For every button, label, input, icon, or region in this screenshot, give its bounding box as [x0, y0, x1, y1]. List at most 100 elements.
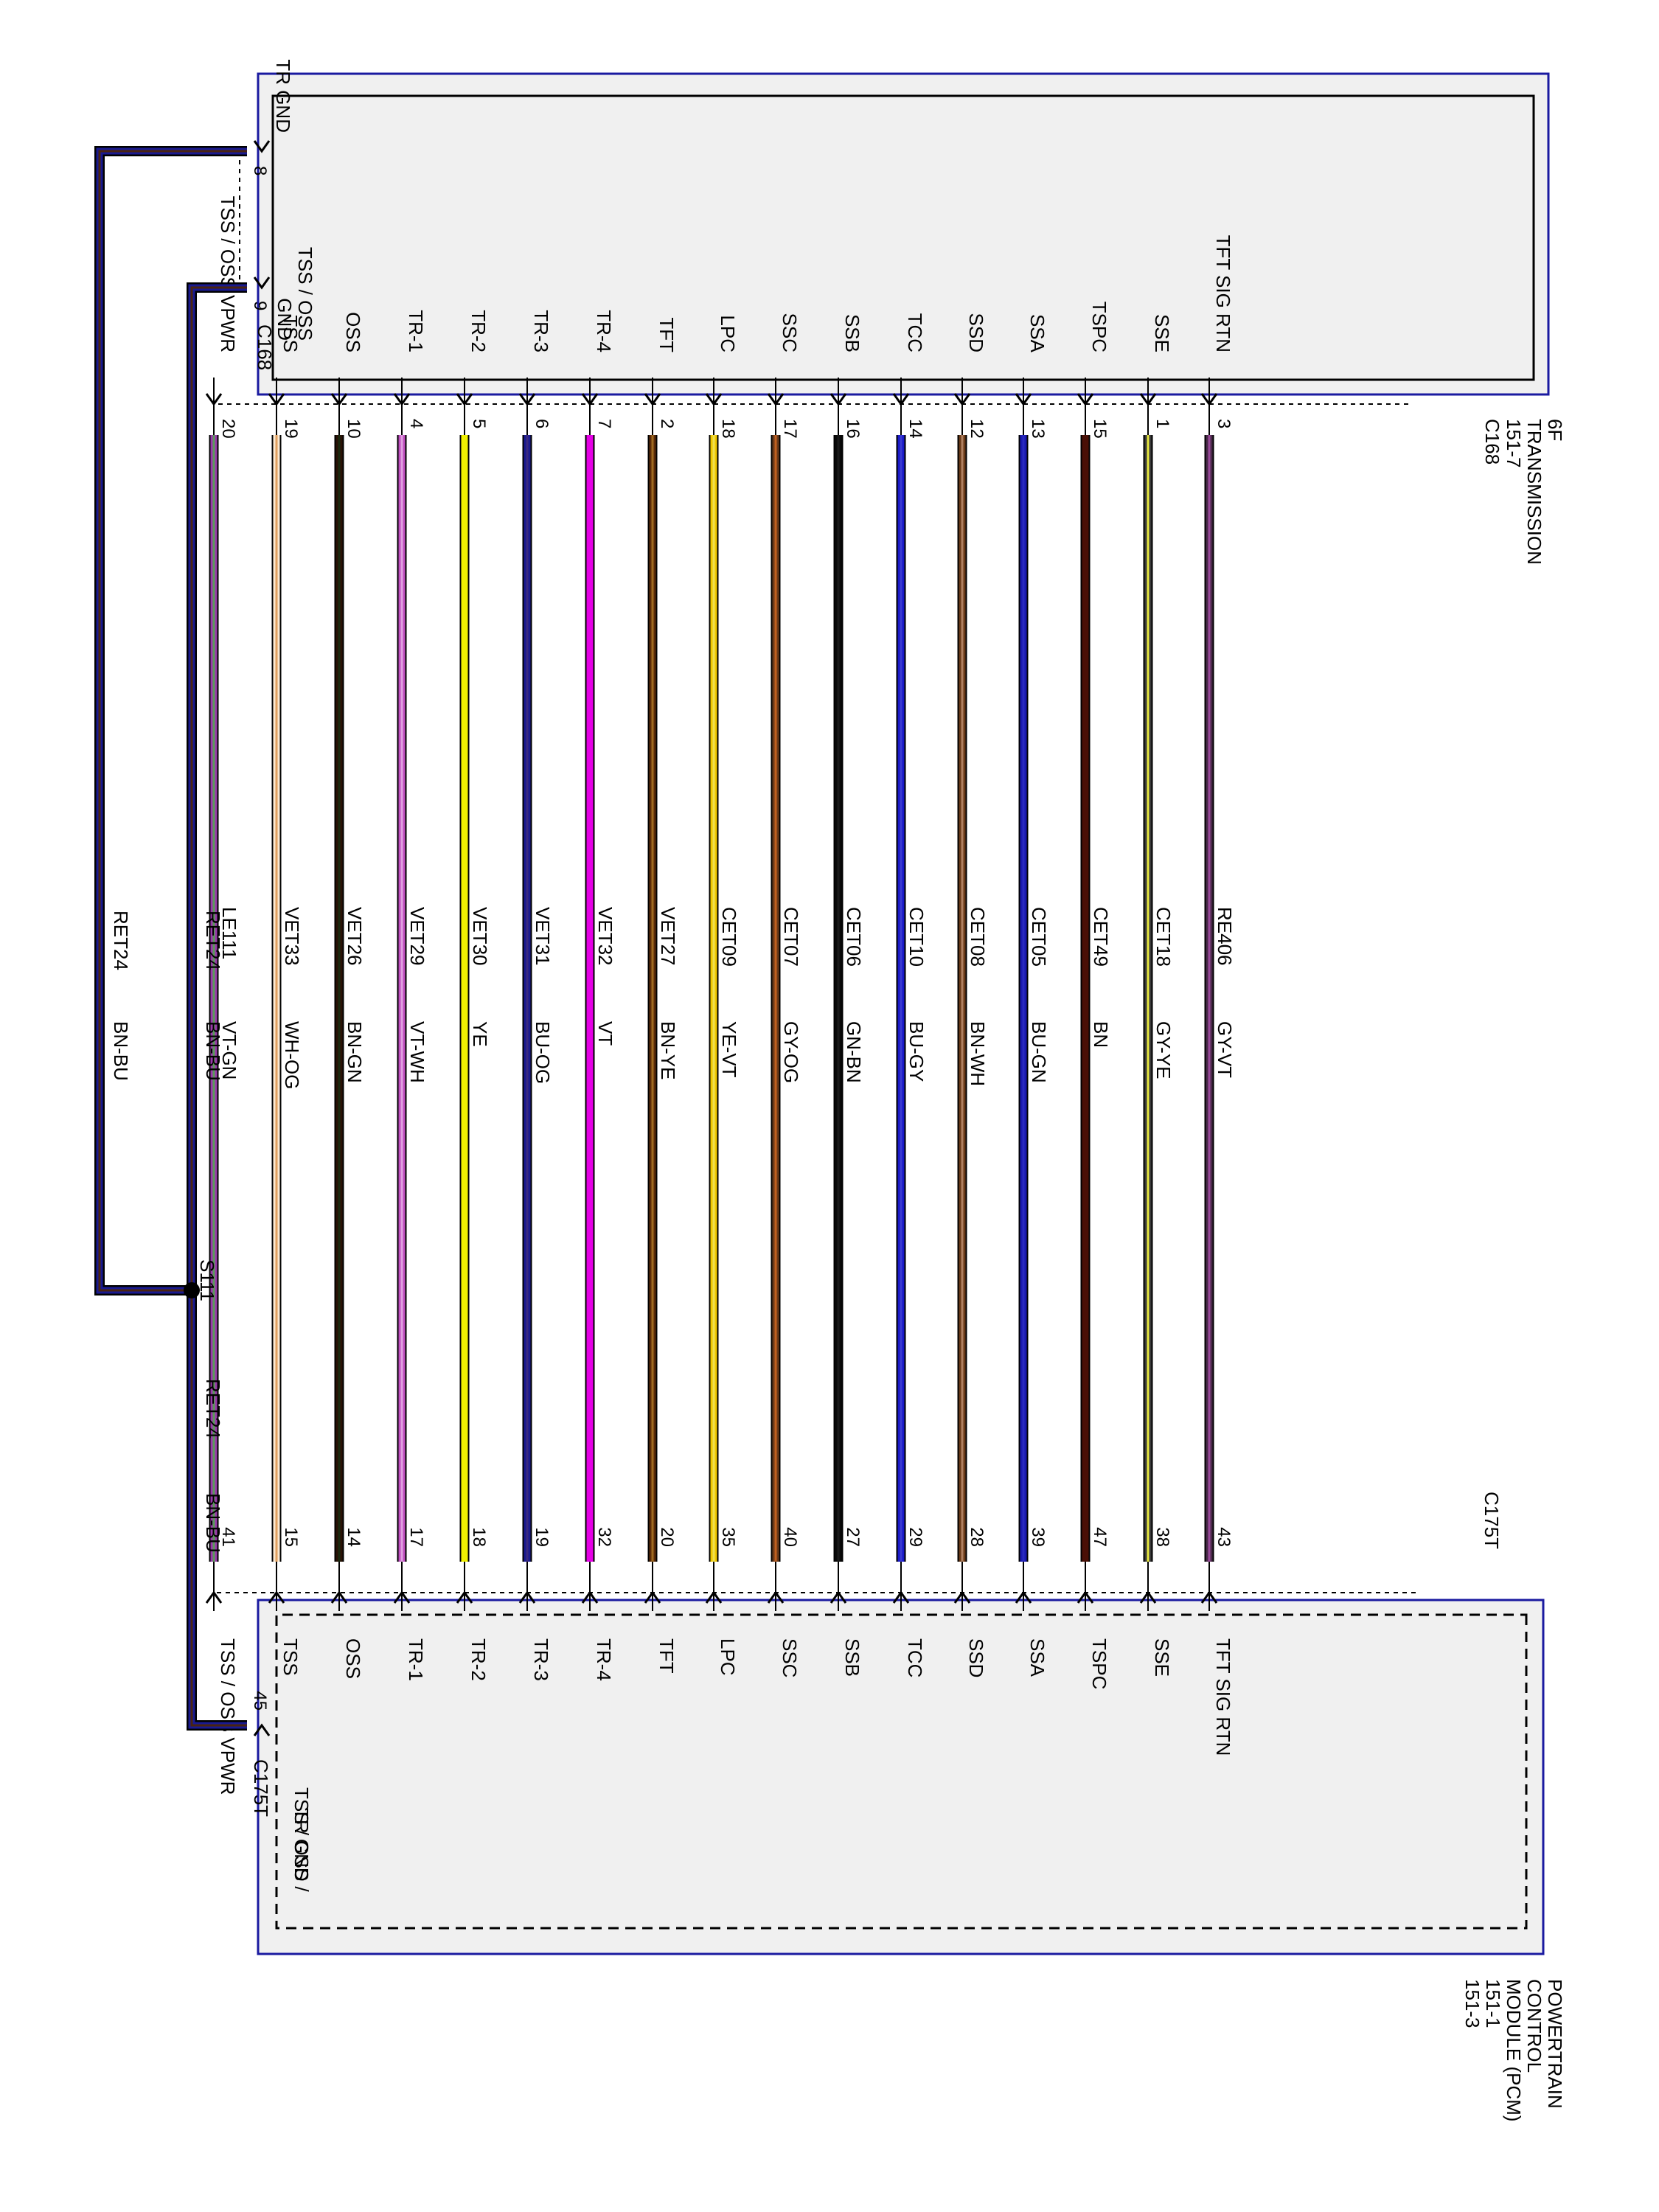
pcm-inner-frame [275, 1613, 1528, 1930]
pcm-pin-number: 38 [1152, 1527, 1172, 1547]
pcm-signal-label: SSA [1026, 1638, 1048, 1677]
transmission-signal-label: SSE [1151, 314, 1173, 352]
transmission-pin-number: 4 [406, 419, 426, 428]
transmission-pin-number: 15 [1090, 419, 1110, 439]
circuit-label: VET32 [594, 907, 616, 966]
pcm-signal-label: TR-1 [405, 1638, 427, 1681]
pcm-pin-arrow [1015, 1590, 1032, 1604]
wire-color-label: GY-VT [1214, 1021, 1236, 1078]
splice-label: S111 [196, 1259, 218, 1301]
pcm-pin-number: 41 [218, 1527, 238, 1547]
pcm-signal-label: SSE [1151, 1638, 1173, 1677]
wire-color-label: BU-GY [905, 1021, 928, 1082]
pcm-pin-number: 17 [406, 1527, 426, 1547]
circuit-label: VET33 [281, 907, 303, 966]
transmission-pin-arrow [518, 393, 536, 406]
transmission-signal-label: TR-3 [530, 310, 552, 352]
pcm-pin-arrow [767, 1590, 785, 1604]
pcm-pin-number: 28 [967, 1527, 987, 1547]
transmission-pin-number: 18 [718, 419, 738, 439]
pcm-pin-arrow [644, 1590, 661, 1604]
transmission-pin-number: 2 [657, 419, 677, 428]
pcm-pin-arrow [1077, 1590, 1094, 1604]
pcm-title-line: 151-1 [1482, 1979, 1504, 2028]
tss-gnd-pin-number: 9 [250, 301, 270, 310]
ground-circuit-label: RET24 [202, 911, 224, 970]
pcm-gnd-label-line: TR GND [291, 1808, 313, 1882]
pcm-signal-label: SSB [841, 1638, 863, 1677]
transmission-signal-label: TFT [655, 317, 678, 352]
tss-gnd-label-line: GND [274, 298, 296, 341]
c175t-label: C175T [1481, 1492, 1503, 1549]
pcm-pin-number: 40 [780, 1527, 800, 1547]
circuit-label: LE111 [218, 907, 240, 959]
pcm-pin-arrow [268, 1590, 285, 1604]
pcm-signal-label: TFT SIG RTN [1212, 1638, 1234, 1756]
transmission-pin-arrow [205, 393, 223, 406]
transmission-title-line: 151-7 [1503, 419, 1525, 468]
transmission-pin-arrow [892, 393, 910, 406]
transmission-signal-label: TR-1 [405, 310, 427, 352]
transmission-title-line: TRANSMISSION [1523, 419, 1545, 565]
transmission-pin-arrow [330, 393, 348, 406]
transmission-pin-arrow [1200, 393, 1218, 406]
wire-color-label: VT [594, 1021, 616, 1046]
transmission-pin-arrow [1139, 393, 1157, 406]
wire-color-label: GN-BN [843, 1021, 865, 1083]
tr-gnd-label: TR GND [272, 59, 294, 133]
wire-color-label: VT-GN [218, 1021, 240, 1079]
transmission-pin-number: 7 [594, 419, 614, 428]
wire-color-label: BU-OG [532, 1021, 554, 1084]
transmission-pin-number: 6 [532, 419, 552, 428]
pcm-signal-label: LPC [717, 1638, 739, 1676]
tr-gnd-arrow [253, 140, 271, 153]
circuit-label: CET49 [1090, 907, 1112, 967]
circuit-label: VET29 [406, 907, 428, 966]
pcm-pin-arrow [953, 1590, 971, 1604]
transmission-pin-arrow [268, 393, 285, 406]
ground-circuit-label: RET24 [202, 1379, 224, 1439]
circuit-label: CET06 [843, 907, 865, 967]
pcm-pin-arrow [892, 1590, 910, 1604]
wire-color-label: WH-OG [281, 1021, 303, 1089]
transmission-title-line: 6F [1544, 419, 1566, 441]
pcm-pin-number: 35 [718, 1527, 738, 1547]
transmission-pin-number: 5 [469, 419, 489, 428]
pcm-pin-number: 15 [281, 1527, 301, 1547]
pcm-outer-frame [257, 1599, 1545, 1955]
transmission-pin-arrow [830, 393, 847, 406]
transmission-pin-number: 10 [344, 419, 364, 439]
pcm-gnd-pin-number: 45 [250, 1691, 270, 1711]
circuit-label: CET09 [718, 907, 740, 967]
wire-color-label: YE [469, 1021, 491, 1047]
circuit-label: CET07 [780, 907, 802, 967]
wire-color-label: BU-GN [1028, 1021, 1050, 1083]
transmission-pin-number: 3 [1214, 419, 1234, 428]
pcm-pin-arrow [1200, 1590, 1218, 1604]
pcm-pin-arrow [705, 1590, 723, 1604]
wire-color-label: BN [1090, 1021, 1112, 1048]
wire-color-label: YE-VT [718, 1021, 740, 1078]
pcm-signal-label: OSS [342, 1638, 364, 1679]
ground-color-label: BN-BU [110, 1021, 132, 1081]
transmission-pin-arrow [953, 393, 971, 406]
pcm-signal-label: TR-3 [530, 1638, 552, 1681]
pcm-signal-label: TR-4 [593, 1638, 615, 1681]
circuit-label: CET18 [1152, 907, 1175, 967]
transmission-pin-number: 19 [281, 419, 301, 439]
pcm-gnd-connector: C175T [250, 1759, 272, 1817]
transmission-signal-label: TR-4 [593, 310, 615, 352]
transmission-signal-label: TSPC [1088, 302, 1110, 352]
transmission-pin-number: 20 [218, 419, 238, 439]
pcm-signal-label: SSC [779, 1638, 801, 1677]
transmission-signal-label: SSA [1026, 314, 1048, 353]
